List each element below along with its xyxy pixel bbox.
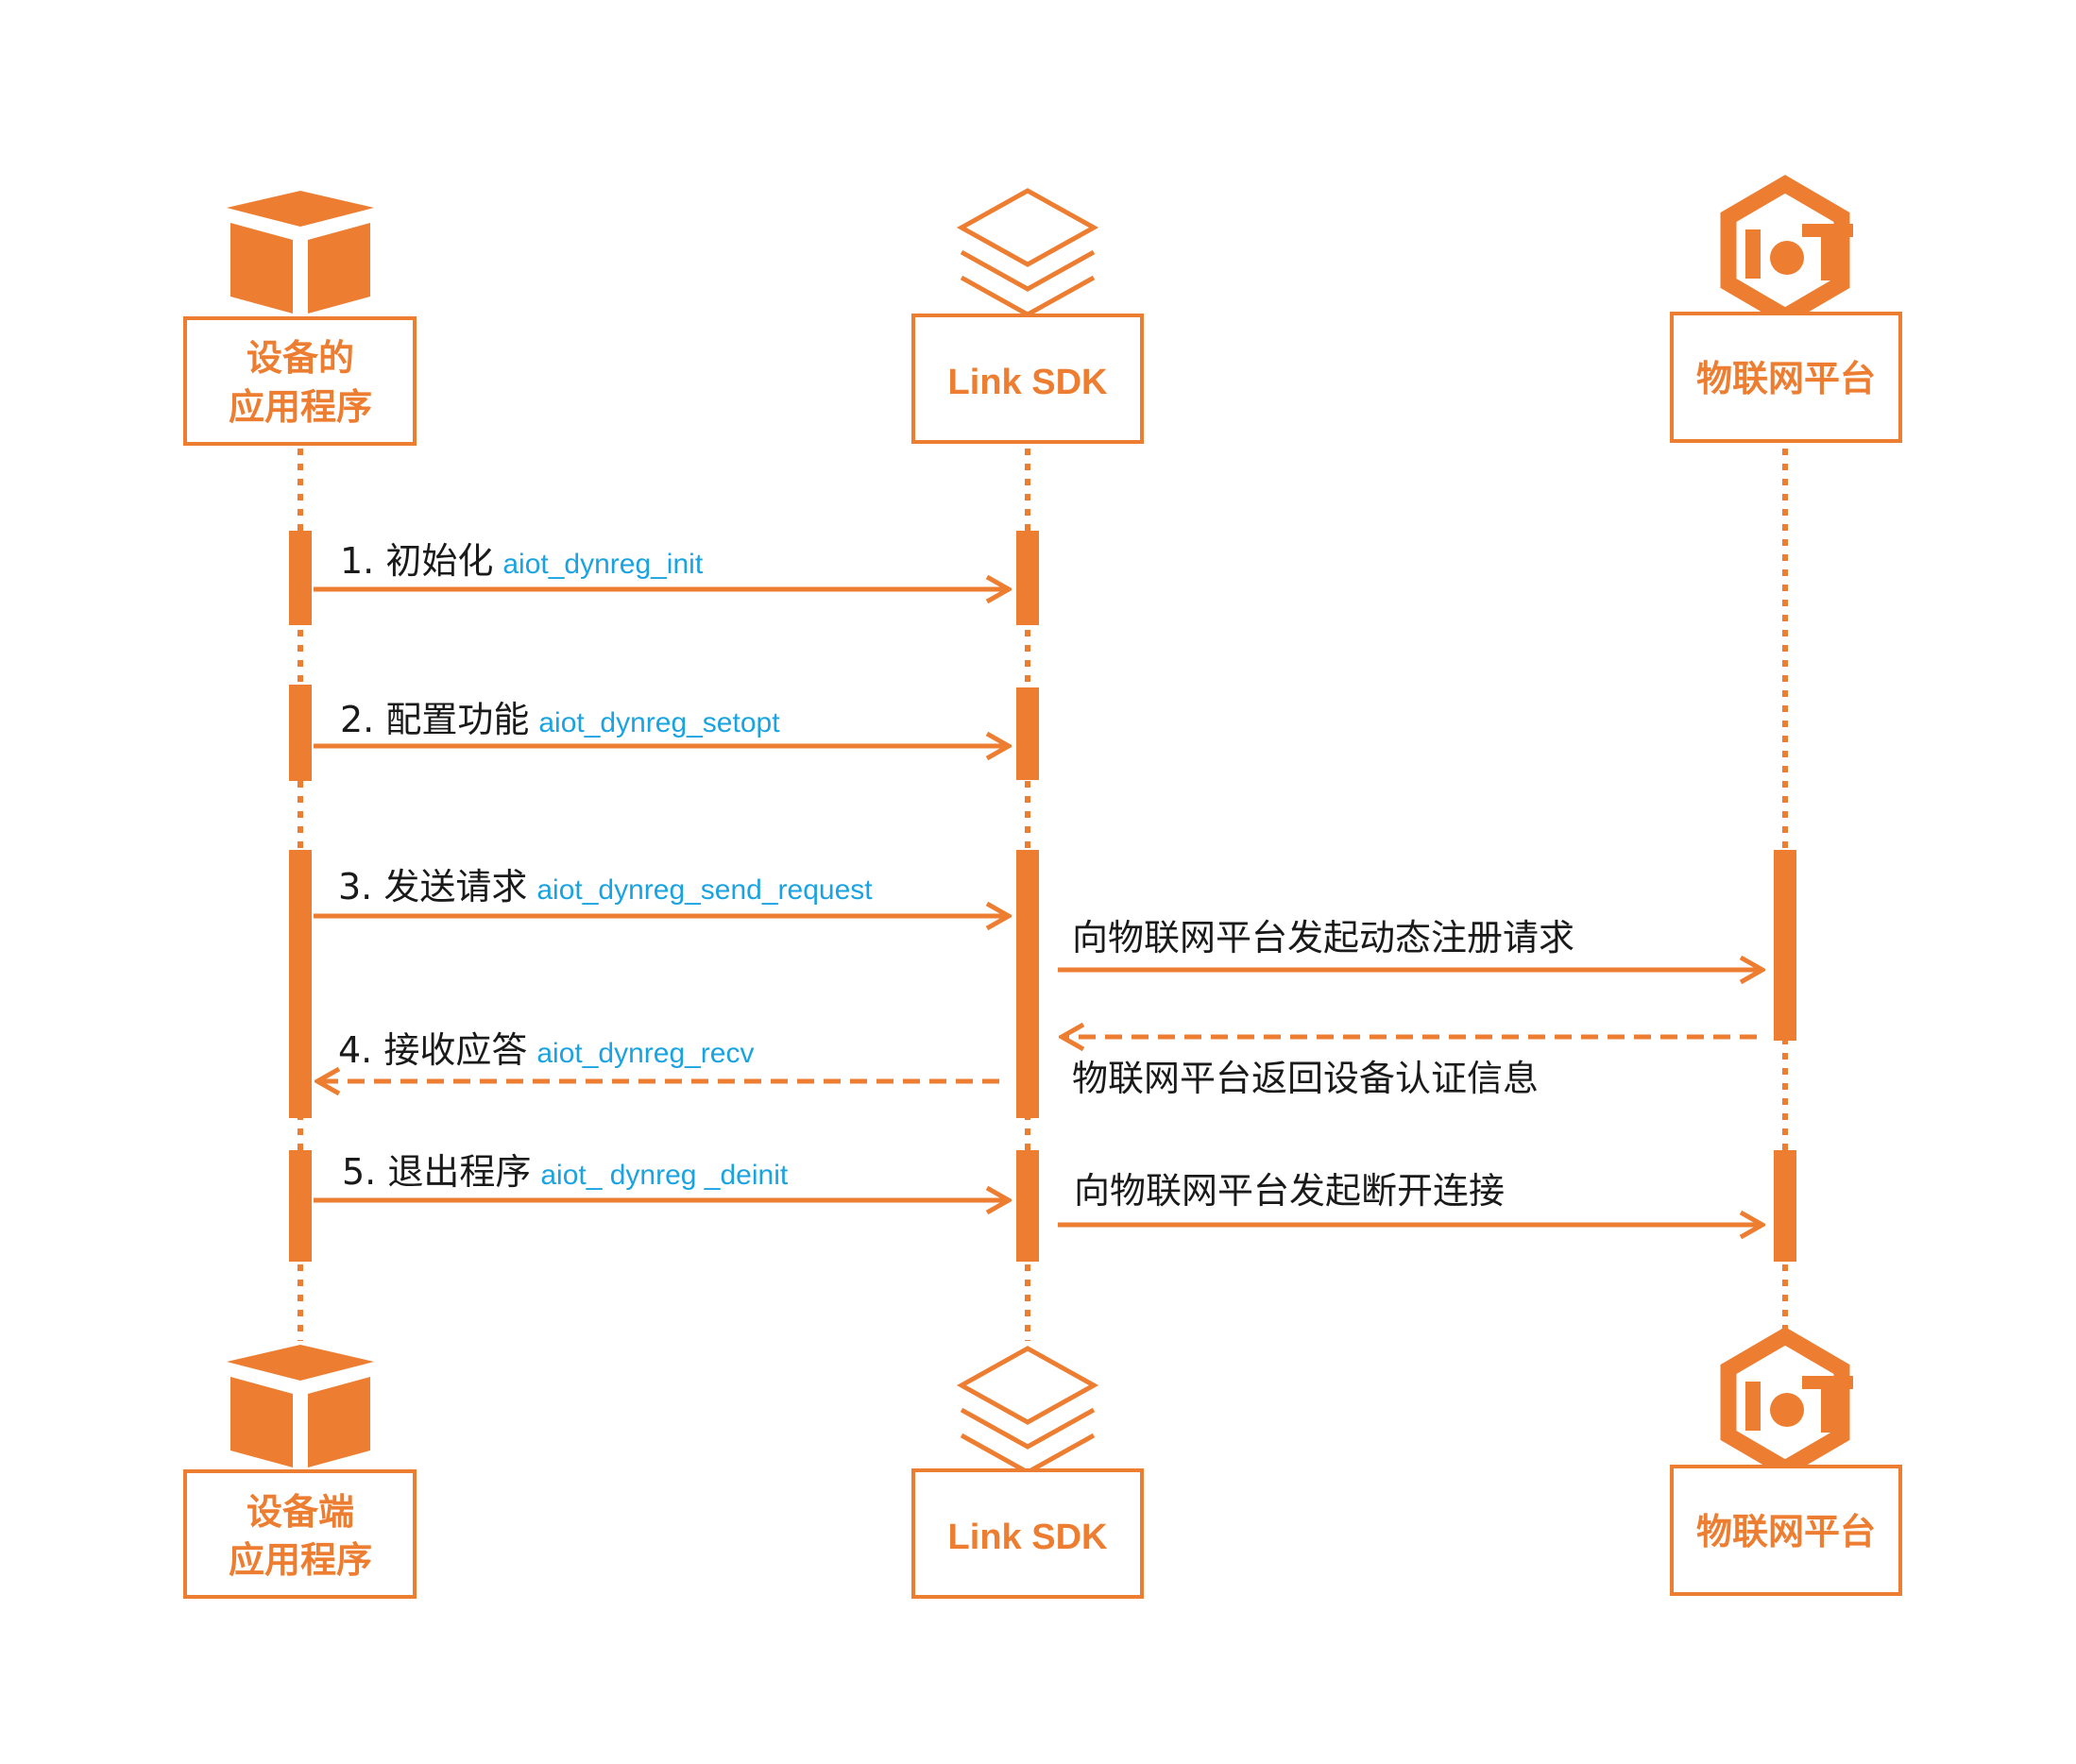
activation-bar (289, 531, 312, 625)
participant-box-iot-bottom (1670, 1465, 1902, 1596)
participant-label-sdk-top: Link SDK (948, 363, 1108, 402)
activation-bars (289, 531, 1796, 1262)
participant-label-sdk-bottom: Link SDK (948, 1518, 1108, 1557)
message-label-disconnect: 向物联网平台发起断开连接 (1074, 1170, 1505, 1212)
layers-icon (956, 188, 1099, 317)
activation-bar (289, 850, 312, 1118)
box-icon (227, 1345, 374, 1467)
participant-label-app-bottom-line2: 应用程序 (229, 1539, 372, 1581)
activation-bar (1016, 850, 1039, 1118)
iot-hexagon-icon (1720, 175, 1853, 326)
participant-label-app-bottom-line1: 设备端 (247, 1491, 354, 1533)
participant-label-iot-bottom: 物联网平台 (1696, 1511, 1876, 1552)
activation-bar (1774, 1150, 1796, 1262)
participant-box-app-bottom (183, 1469, 417, 1599)
participant-label-iot-top: 物联网平台 (1696, 358, 1876, 399)
iot-hexagon-icon (1720, 1327, 1853, 1478)
participant-label-app-top-line1: 设备的 (247, 337, 354, 379)
activation-bar (289, 1150, 312, 1262)
participant-label-app-top-line2: 应用程序 (229, 386, 372, 428)
activation-bar (1774, 850, 1796, 1041)
participant-box-sdk-top (911, 314, 1144, 444)
participant-box-iot-top (1670, 312, 1902, 443)
participant-box-app-top (183, 316, 417, 446)
activation-bar (1016, 1150, 1039, 1262)
participant-box-sdk-bottom (911, 1468, 1144, 1599)
layers-icon (956, 1346, 1099, 1475)
box-icon (227, 191, 374, 314)
activation-bar (289, 685, 312, 781)
message-label-dynreg-request: 向物联网平台发起动态注册请求 (1072, 917, 1574, 958)
activation-bar (1016, 531, 1039, 625)
activation-bar (1016, 687, 1039, 780)
message-label-auth-return: 物联网平台返回设备认证信息 (1072, 1058, 1539, 1099)
